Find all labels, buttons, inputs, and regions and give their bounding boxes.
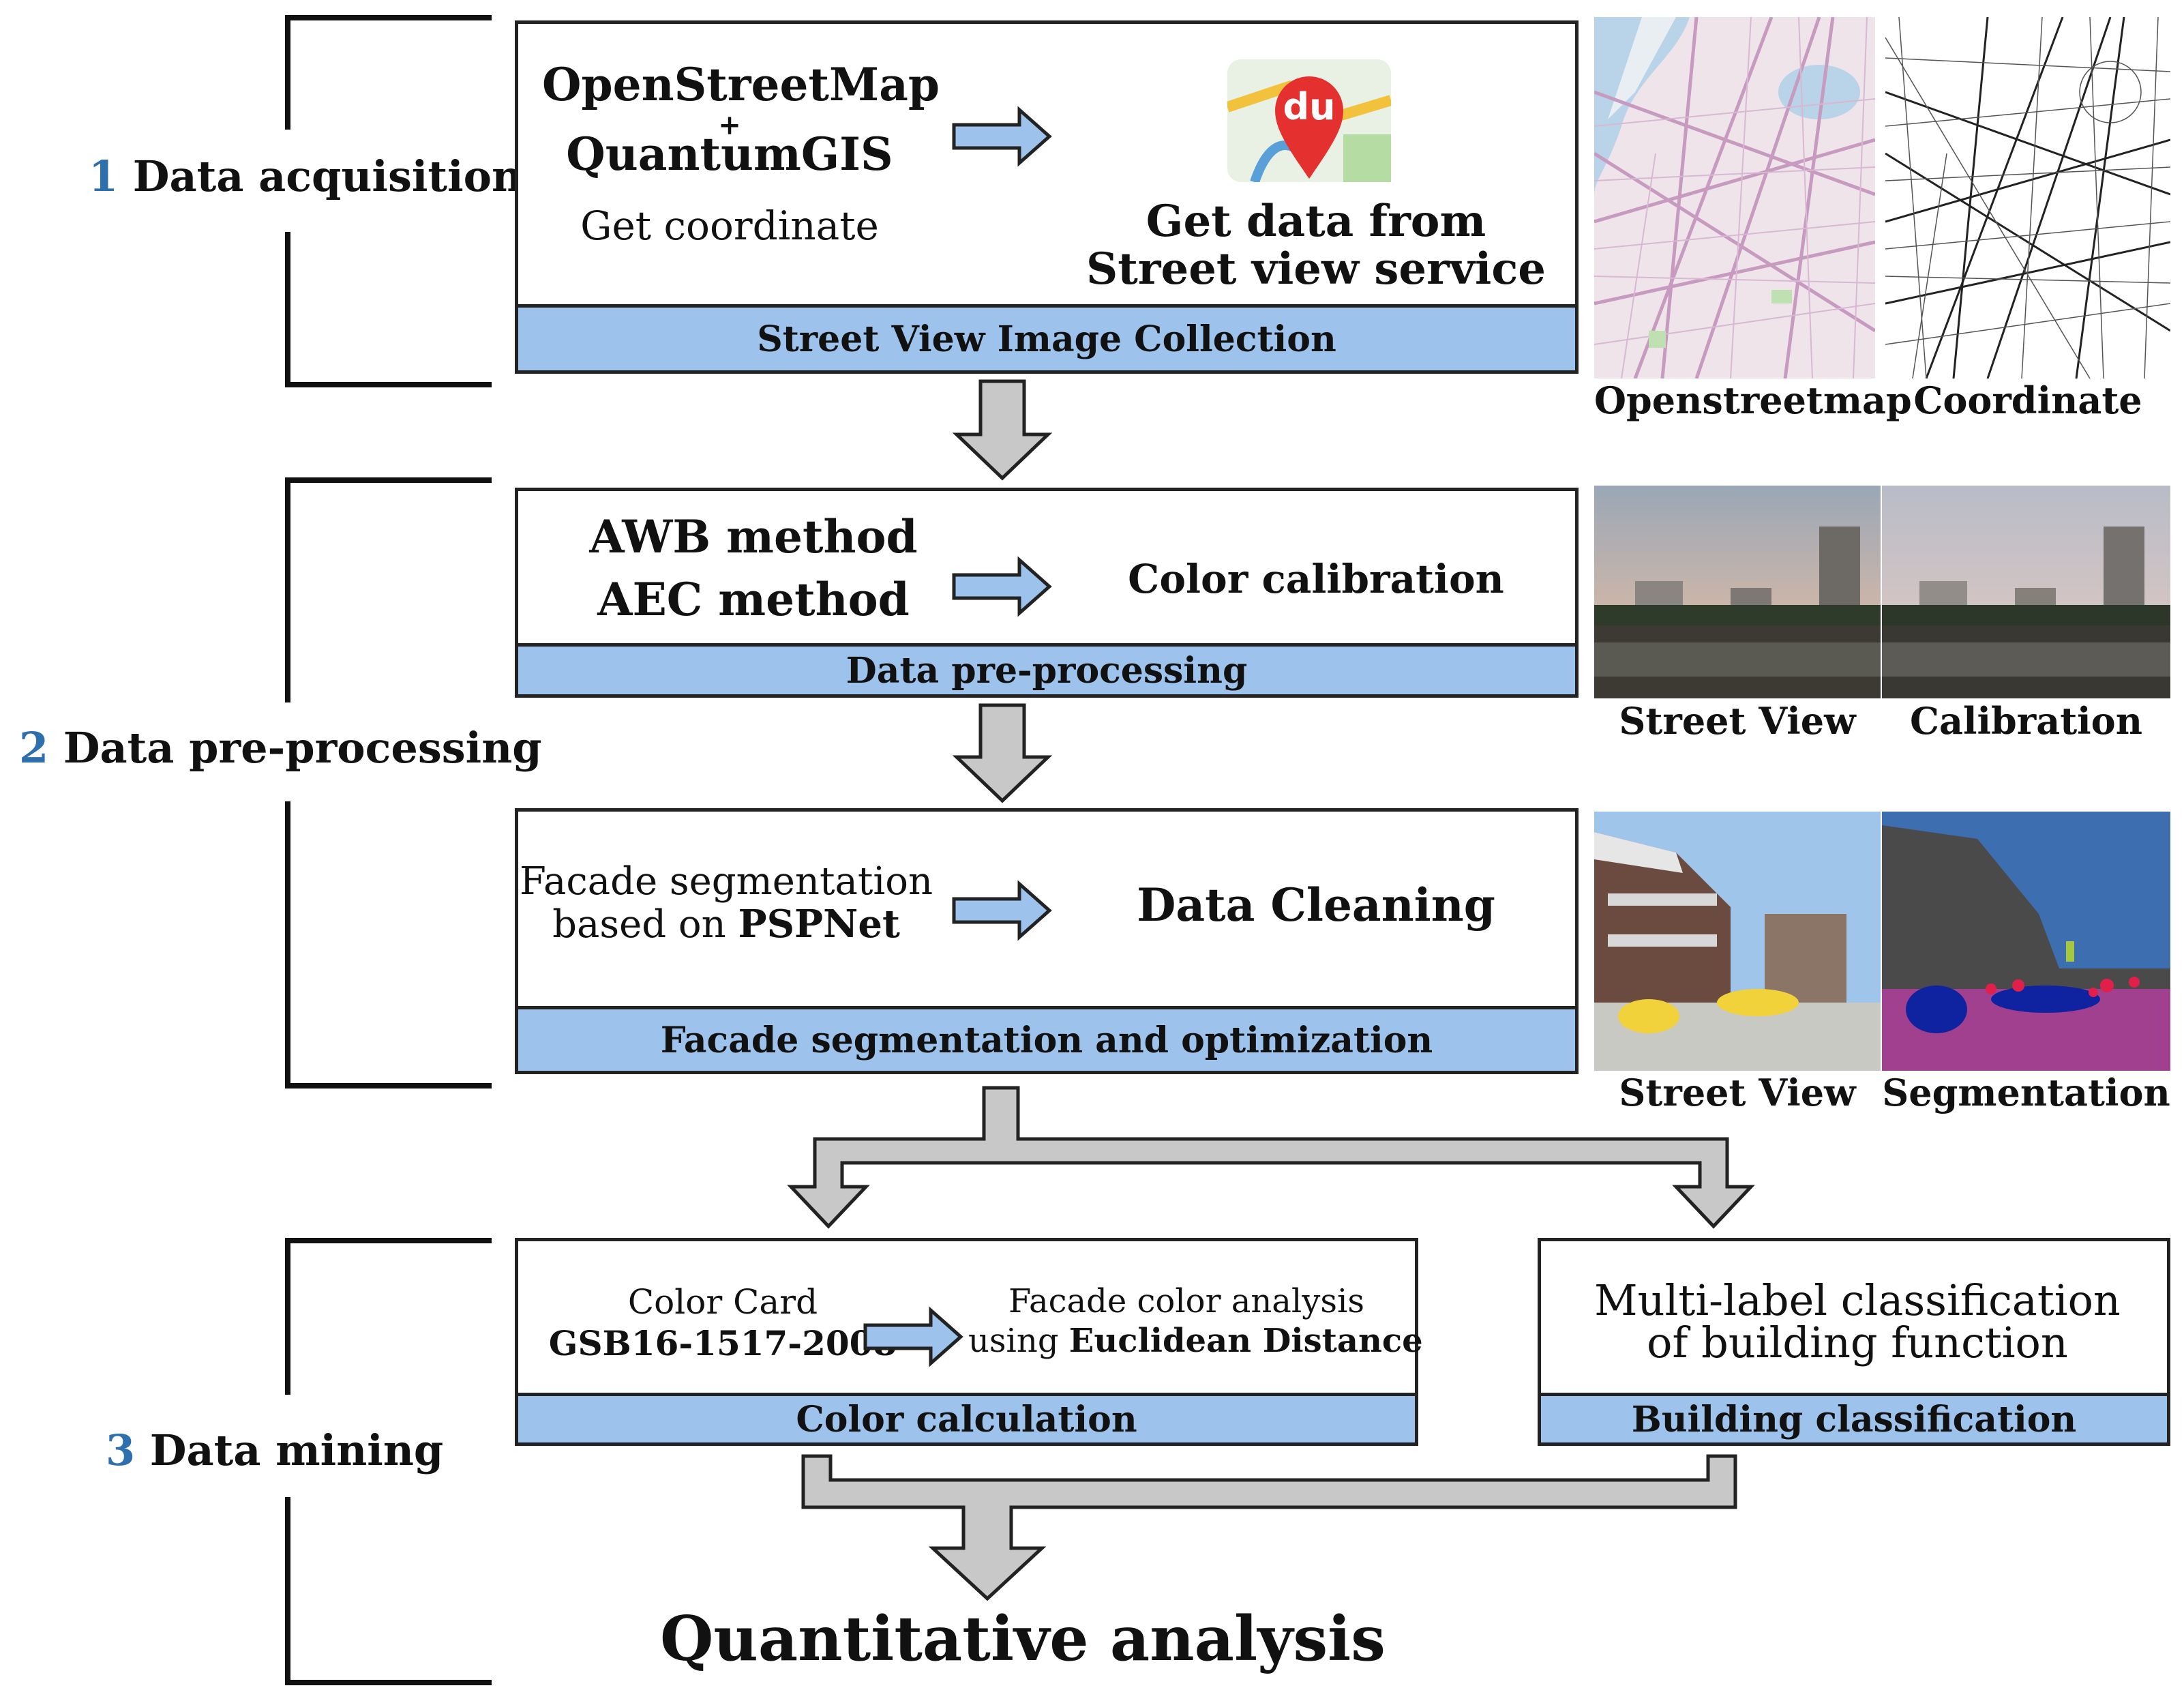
pre-processing-bar: Data pre-processing xyxy=(518,643,1575,694)
multi-label-label: Multi-label classification xyxy=(1594,1275,2121,1325)
color-calculation-bar: Color calculation xyxy=(518,1393,1415,1442)
get-data-label: Get data from xyxy=(1146,196,1486,247)
aec-label: AEC method xyxy=(597,573,910,626)
stage2-bracket xyxy=(285,477,492,1089)
building-classification-box: Multi-label classification of building f… xyxy=(1538,1238,2170,1446)
get-coordinate-label: Get coordinate xyxy=(580,203,879,249)
blue-arrow-right xyxy=(952,106,1052,167)
facade-segmentation-label: Facade segmentation xyxy=(519,859,933,904)
stage3-label: 3 Data mining xyxy=(106,1425,443,1475)
street-view-caption-2: Street View xyxy=(1619,1071,1856,1114)
stage2-number: 2 xyxy=(19,723,49,773)
stage2-label: 2 Data pre-processing xyxy=(19,723,542,773)
stage2-text: Data pre-processing xyxy=(63,723,542,773)
stage2-bracket-gap xyxy=(273,702,300,801)
gray-split-arrow xyxy=(787,1086,1755,1229)
coordinate-caption: Coordinate xyxy=(1913,379,2142,422)
euclidean-label: Euclidean Distance xyxy=(1068,1322,1423,1360)
stage1-text: Data acquisition xyxy=(132,151,523,201)
map-app-logo: du xyxy=(1227,59,1391,182)
openstreetmap-image xyxy=(1594,17,1875,379)
pspnet-label: PSPNet xyxy=(738,902,900,947)
street-view-collection-box: OpenStreetMap + QuantumGIS Get coordinat… xyxy=(515,20,1579,374)
openstreetmap-caption: Openstreetmap xyxy=(1594,379,1912,422)
street-view-caption-1: Street View xyxy=(1619,699,1856,743)
segmentation-caption: Segmentation xyxy=(1882,1071,2170,1114)
color-calculation-box: Color Card GSB16-1517-2008 Facade color … xyxy=(515,1238,1423,1446)
building-classification-bar: Building classification xyxy=(1541,1393,2167,1442)
street-view-service-label: Street view service xyxy=(1086,243,1546,295)
gray-arrow-down xyxy=(952,379,1053,481)
pspnet-line: based on PSPNet xyxy=(518,902,934,947)
street-view-collection-bar: Street View Image Collection xyxy=(518,304,1575,370)
color-calibration-label: Color calibration xyxy=(1128,556,1504,602)
calibration-photo xyxy=(1882,486,2170,698)
data-cleaning-label: Data Cleaning xyxy=(1137,878,1495,932)
stage1-bracket-gap xyxy=(273,130,300,232)
coordinate-image xyxy=(1885,17,2170,379)
blue-arrow-right xyxy=(952,556,1052,617)
pre-processing-box: AWB method AEC method Color calibration … xyxy=(515,488,1579,698)
facade-segmentation-box: Facade segmentation based on PSPNet Data… xyxy=(515,808,1579,1074)
blue-arrow-right xyxy=(863,1306,963,1367)
qgis-label: QuantumGIS xyxy=(566,128,893,181)
facade-color-analysis-label: Facade color analysis xyxy=(1008,1282,1365,1320)
gray-arrow-down xyxy=(952,703,1053,803)
quantitative-analysis-label: Quantitative analysis xyxy=(660,1603,1386,1675)
stage3-text: Data mining xyxy=(149,1425,444,1475)
color-card-label: Color Card xyxy=(627,1282,818,1322)
pspnet-prefix: based on xyxy=(552,902,738,947)
stage3-bracket-gap xyxy=(273,1395,300,1497)
stage1-number: 1 xyxy=(89,151,119,201)
street-view-photo xyxy=(1594,486,1881,698)
facade-segmentation-bar: Facade segmentation and optimization xyxy=(518,1006,1575,1071)
euclidean-line: using Euclidean Distance xyxy=(968,1322,1423,1360)
osm-label: OpenStreetMap xyxy=(542,58,940,111)
street-view-photo-2 xyxy=(1594,812,1881,1071)
calibration-caption: Calibration xyxy=(1910,699,2142,743)
blue-arrow-right xyxy=(952,880,1052,941)
stage3-number: 3 xyxy=(106,1425,136,1475)
building-function-label: of building function xyxy=(1647,1318,2068,1367)
stage1-label: 1 Data acquisition xyxy=(89,151,522,201)
gsb-standard-label: GSB16-1517-2008 xyxy=(548,1323,897,1363)
stage1-bracket xyxy=(285,15,492,387)
awb-label: AWB method xyxy=(589,510,918,563)
map-app-logo-text: du xyxy=(1283,85,1336,128)
segmentation-image xyxy=(1882,812,2170,1071)
gray-merge-arrow xyxy=(801,1454,1737,1601)
plus-sign: + xyxy=(718,109,741,141)
euclidean-prefix: using xyxy=(968,1322,1069,1360)
